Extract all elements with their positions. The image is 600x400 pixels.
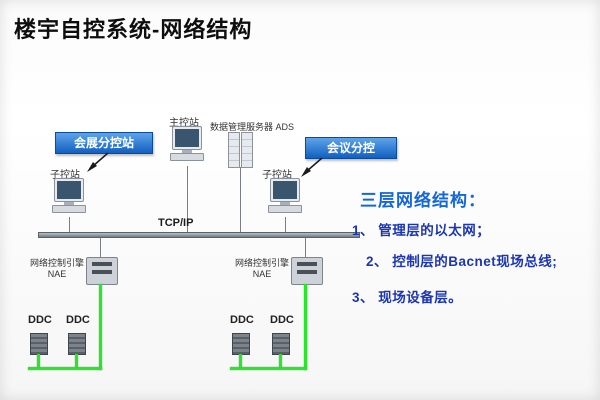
workstation-icon [170, 126, 204, 161]
keyboard-icon [52, 205, 86, 213]
ddc-module-icon [232, 333, 250, 355]
connector-line [240, 167, 241, 232]
sub-station-right-label: 子控站 [262, 170, 292, 181]
keyboard-icon [170, 153, 204, 161]
ddc-module-icon [272, 333, 290, 355]
callout-meeting-substation: 会议分控 [305, 137, 397, 159]
workstation-icon [52, 178, 86, 213]
keyboard-icon [268, 205, 302, 213]
leader-arrow-icon [87, 152, 109, 172]
field-bus-stub [37, 354, 40, 367]
server-tower-icon [228, 132, 240, 168]
server-tower-icon [241, 132, 253, 168]
connector-line [69, 217, 70, 232]
leader-arrow-icon [301, 157, 323, 177]
field-bus-stub [75, 354, 78, 367]
callout-exhibition-substation: 会展分控站 [55, 132, 153, 154]
field-bus-line [304, 284, 307, 370]
connector-line [285, 217, 286, 232]
note-item-1: 1、 管理层的以太网； [352, 223, 491, 238]
field-bus-line [28, 367, 102, 370]
ddc-module-icon [30, 333, 48, 355]
main-station-label: 主控站 [169, 118, 199, 129]
note-item-2: 2、 控制层的Bacnet现场总线; [366, 254, 558, 269]
monitor-icon [54, 178, 84, 202]
monitor-icon [172, 126, 202, 150]
workstation-icon [268, 178, 302, 213]
nae-right-label: 网络控制引擎 NAE [234, 258, 289, 280]
field-bus-line [99, 284, 102, 370]
nae-controller-icon [86, 257, 118, 285]
connector-line [100, 238, 101, 258]
ddc-module-icon [68, 333, 86, 355]
tcpip-backbone [38, 232, 360, 238]
ddc-label: DDC [66, 314, 90, 326]
page-title: 楼宇自控系统-网络结构 [14, 17, 253, 42]
connector-line [187, 166, 188, 232]
field-bus-line [230, 367, 307, 370]
sub-station-left-label: 子控站 [50, 170, 80, 181]
ddc-label: DDC [28, 314, 52, 326]
note-item-3: 3、 现场设备层。 [352, 290, 463, 305]
nae-left-label: 网络控制引擎 NAE [29, 258, 84, 280]
data-server-label: 数据管理服务器 ADS [210, 122, 295, 132]
ddc-label: DDC [270, 314, 294, 326]
bus-label: TCP/IP [158, 217, 194, 229]
monitor-icon [270, 178, 300, 202]
nae-controller-icon [291, 257, 323, 285]
field-bus-stub [239, 354, 242, 367]
ddc-label: DDC [230, 314, 254, 326]
notes-heading: 三层网络结构： [360, 191, 486, 210]
field-bus-stub [279, 354, 282, 367]
connector-line [305, 238, 306, 258]
